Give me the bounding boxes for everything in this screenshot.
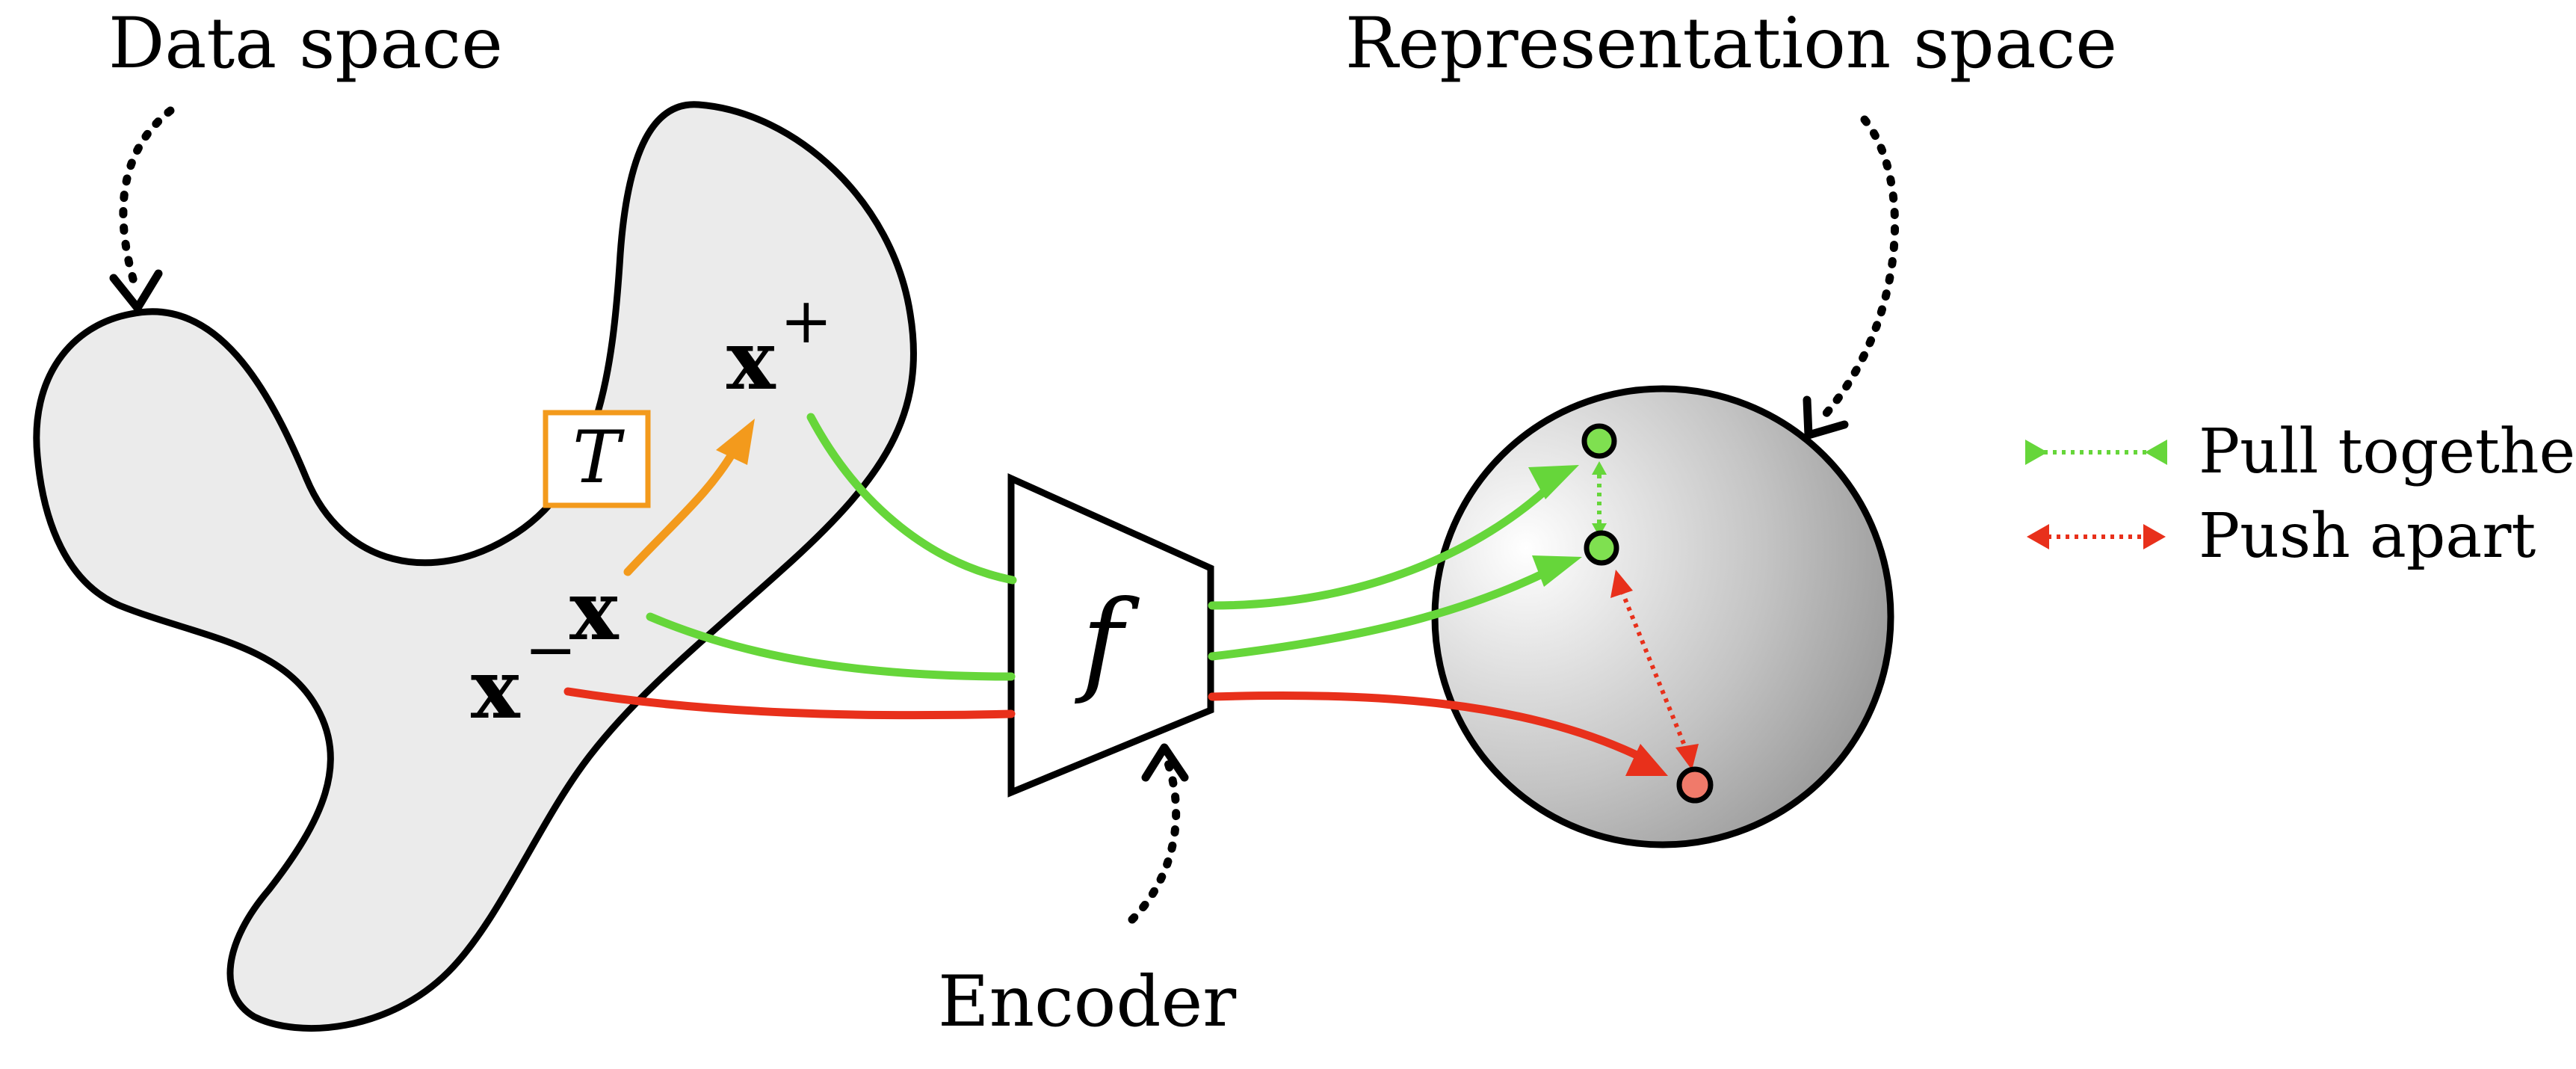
representation-space-pointer <box>1820 115 1900 419</box>
anchor-sample-label: x <box>569 562 620 659</box>
positive-arrowheads <box>1528 465 1582 587</box>
encoder-label: Encoder <box>938 961 1236 1043</box>
negative-point <box>1676 766 1714 804</box>
data-space-label: Data space <box>108 3 503 84</box>
transform-symbol: T <box>572 416 625 499</box>
pointer-arrowheads <box>109 269 1849 782</box>
data-space-blob <box>33 101 917 1032</box>
negative-sample-label: x− <box>471 613 577 737</box>
pointer-arrows <box>119 106 1900 924</box>
negative-flow-out <box>1208 691 1641 760</box>
negative-arrowhead <box>1625 744 1668 776</box>
positive-point-bottom <box>1584 530 1619 566</box>
positive-flows <box>646 413 1559 681</box>
transform-box <box>543 410 651 508</box>
push-apart-link <box>1619 589 1688 751</box>
encoder-block <box>1007 473 1214 798</box>
negative-flow-in <box>563 687 1016 720</box>
legend-push-apart-label: Push apart <box>2199 501 2536 572</box>
positive-point-top <box>1581 423 1617 459</box>
augmentation-arrowhead <box>716 419 755 465</box>
representation-sphere <box>1431 385 1894 848</box>
data-space-pointer <box>119 106 175 289</box>
encoder-pointer <box>1128 757 1181 924</box>
legend-pull-together-label: Pull together <box>2199 416 2576 487</box>
legend-push-apart: Push apart <box>2027 501 2536 572</box>
representation-space-label: Representation space <box>1345 3 2117 84</box>
augmentation-arrow <box>623 443 741 576</box>
legend: Pull together Push apart <box>2025 416 2576 572</box>
positive-sample-label: x+ <box>726 284 833 408</box>
legend-pull-together: Pull together <box>2025 416 2576 487</box>
